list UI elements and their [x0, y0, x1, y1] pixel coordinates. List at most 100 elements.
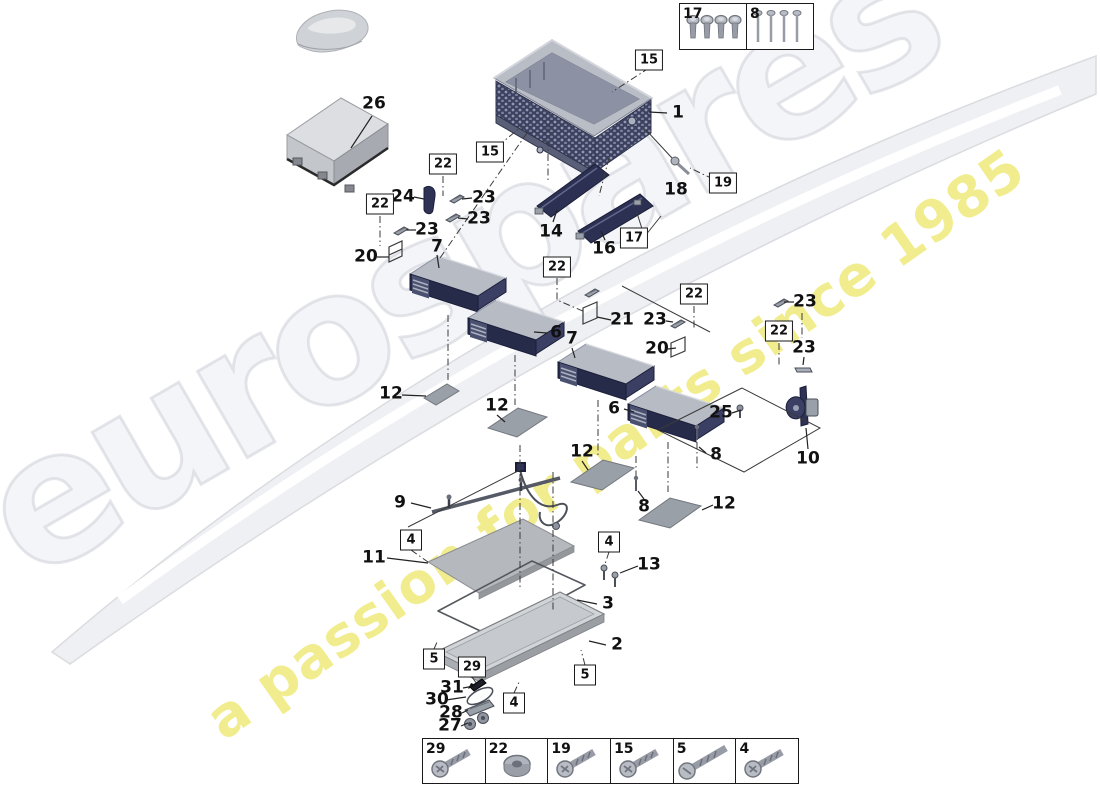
part-3-frame-outline [437, 560, 586, 637]
legend-cell-label: 19 [551, 741, 571, 757]
boxed-callout-15[interactable]: 15 [634, 49, 664, 71]
callout-25[interactable]: 25 [709, 402, 733, 423]
swoosh-curve [50, 54, 1097, 665]
callout-27[interactable]: 27 [438, 715, 462, 736]
callout-12[interactable]: 12 [379, 383, 403, 404]
callout-28[interactable]: 28 [439, 702, 463, 723]
fastener-legend-bottom: 29 22 19 15 5 4 [422, 738, 800, 784]
callout-18[interactable]: 18 [664, 179, 688, 200]
boxed-callout-19[interactable]: 19 [708, 172, 738, 194]
callout-6[interactable]: 6 [550, 322, 562, 343]
part-20-bracket [388, 240, 403, 263]
legend-cell-label: 17 [683, 6, 703, 22]
legend-cell-19[interactable]: 19 [548, 739, 612, 783]
boxed-callout-29[interactable]: 29 [457, 656, 487, 678]
boxed-callout-4[interactable]: 4 [598, 531, 620, 553]
callout-14[interactable]: 14 [539, 221, 563, 242]
callout-12[interactable]: 12 [485, 395, 509, 416]
callout-31[interactable]: 31 [440, 677, 464, 698]
legend-cell-8[interactable]: 8 [747, 4, 813, 49]
boxed-callout-22[interactable]: 22 [542, 256, 572, 278]
part-26-control-unit [286, 97, 389, 193]
callout-16[interactable]: 16 [592, 238, 616, 259]
boxed-callout-22[interactable]: 22 [365, 193, 395, 215]
part-31-clip [469, 678, 487, 692]
legend-cell-15[interactable]: 15 [611, 739, 674, 783]
callout-11[interactable]: 11 [362, 547, 386, 568]
screw-icon [431, 748, 471, 778]
callout-10[interactable]: 10 [796, 448, 820, 469]
boxed-callout-22[interactable]: 22 [428, 153, 458, 175]
boxed-callout-15[interactable]: 15 [475, 141, 505, 163]
callout-6[interactable]: 6 [608, 398, 620, 419]
callout-13[interactable]: 13 [637, 554, 661, 575]
legend-cell-label: 5 [676, 741, 687, 757]
callout-2[interactable]: 2 [611, 634, 623, 655]
fastener-legend-top: 17 8 [679, 3, 814, 50]
part-28-valve [464, 699, 495, 717]
callout-23[interactable]: 23 [467, 208, 491, 229]
boxed-callout-22[interactable]: 22 [764, 320, 794, 342]
part-10-latch [785, 385, 819, 427]
callout-26[interactable]: 26 [362, 93, 386, 114]
part-24-clip [423, 185, 436, 215]
callout-23[interactable]: 23 [472, 187, 496, 208]
part-30-ring [466, 686, 494, 706]
callout-23[interactable]: 23 [792, 337, 816, 358]
alignment-frame-lines [407, 129, 822, 528]
long-screw-icon [678, 744, 728, 780]
callout-23[interactable]: 23 [415, 219, 439, 240]
callout-20[interactable]: 20 [645, 338, 669, 359]
callout-23[interactable]: 23 [643, 309, 667, 330]
part-21-bracket [582, 301, 598, 325]
part-12-pad [423, 383, 703, 529]
boxed-callout-22[interactable]: 22 [679, 283, 709, 305]
part-1-battery-frame [493, 38, 653, 181]
callout-30[interactable]: 30 [425, 689, 449, 710]
boxed-callout-5[interactable]: 5 [574, 664, 596, 686]
screw-icon [744, 748, 785, 778]
callout-21[interactable]: 21 [610, 309, 634, 330]
boxed-callout-4[interactable]: 4 [400, 529, 422, 551]
part-23-plate [794, 367, 813, 373]
part-23-clip [584, 288, 600, 298]
boxed-callout-17[interactable]: 17 [619, 227, 649, 249]
callout-20[interactable]: 20 [354, 246, 378, 267]
part-8-pin [633, 424, 700, 491]
car-silhouette [296, 9, 369, 53]
legend-cell-29[interactable]: 29 [423, 739, 486, 783]
callout-7[interactable]: 7 [431, 236, 443, 257]
legend-cell-5[interactable]: 5 [674, 739, 737, 783]
callout-8[interactable]: 8 [638, 496, 650, 517]
legend-cell-label: 8 [750, 6, 760, 22]
part-14-bracket [534, 163, 610, 218]
leader-lines [350, 111, 809, 727]
callout-12[interactable]: 12 [712, 493, 736, 514]
part-11-panel-edge [478, 545, 575, 600]
long-pin-icon [753, 10, 802, 42]
callout-1[interactable]: 1 [672, 102, 684, 123]
nut-icon [502, 754, 531, 777]
callout-23[interactable]: 23 [793, 291, 817, 312]
callout-7[interactable]: 7 [566, 328, 578, 349]
part-25-screw [736, 404, 744, 418]
callout-9[interactable]: 9 [394, 492, 406, 513]
part-23-clip [449, 194, 465, 204]
boxed-callout-4[interactable]: 4 [503, 692, 525, 714]
callout-12[interactable]: 12 [570, 441, 594, 462]
callout-3[interactable]: 3 [602, 593, 614, 614]
part-7-module [557, 343, 655, 401]
part-23-clip [670, 319, 686, 329]
rivet-screw-icon [686, 14, 742, 39]
legend-cell-4[interactable]: 4 [736, 739, 798, 783]
screw-icon [619, 748, 659, 778]
boxed-callout-5[interactable]: 5 [423, 648, 445, 670]
legend-cell-22[interactable]: 22 [486, 739, 549, 783]
callout-8[interactable]: 8 [710, 444, 722, 465]
legend-cell-label: 15 [614, 741, 634, 757]
part-23-clip [393, 226, 409, 236]
legend-cell-17[interactable]: 17 [680, 4, 747, 49]
callout-24[interactable]: 24 [391, 186, 415, 207]
